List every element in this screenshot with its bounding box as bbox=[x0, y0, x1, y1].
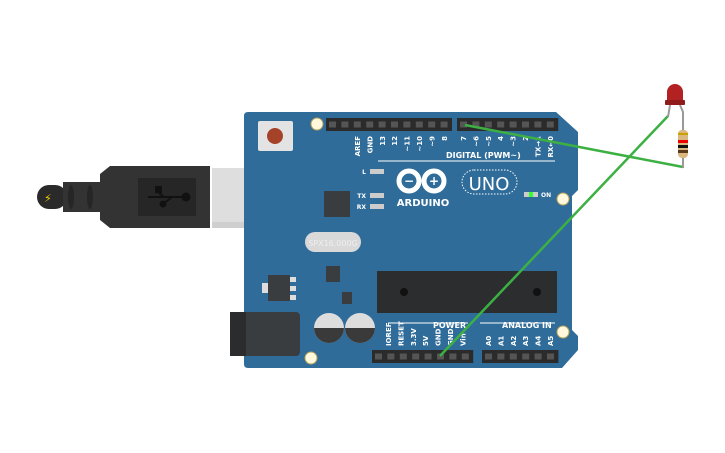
crystal bbox=[305, 232, 361, 252]
pin-label: A2 bbox=[510, 336, 518, 346]
header-pin[interactable] bbox=[547, 353, 554, 360]
digital-label: DIGITAL (PWM~) bbox=[446, 151, 521, 160]
digital-header-left[interactable] bbox=[326, 118, 452, 131]
header-pin[interactable] bbox=[497, 121, 505, 128]
pin-label: A4 bbox=[535, 336, 543, 346]
model-label: UNO bbox=[469, 174, 510, 195]
pin-label: ~5 bbox=[485, 136, 493, 147]
pin-label: Vin bbox=[459, 333, 467, 346]
header-pin[interactable] bbox=[497, 353, 505, 360]
pin-label: AREF bbox=[354, 136, 362, 157]
led-label-rx: RX bbox=[357, 204, 367, 211]
pin-label: 7 bbox=[460, 136, 468, 141]
pin-label: ~11 bbox=[404, 136, 412, 152]
header-pin[interactable] bbox=[424, 353, 432, 360]
power-label: POWER bbox=[433, 321, 466, 330]
pin-label: ~9 bbox=[428, 136, 436, 147]
header-pin[interactable] bbox=[412, 353, 420, 360]
header-pin[interactable] bbox=[440, 121, 448, 128]
pin-label: ~3 bbox=[510, 136, 518, 147]
pin-label: RESET bbox=[397, 321, 405, 346]
digital-header-right[interactable] bbox=[457, 118, 559, 131]
usb-icon bbox=[148, 186, 191, 208]
header-pin[interactable] bbox=[415, 121, 423, 128]
header-pin[interactable] bbox=[399, 353, 407, 360]
header-pin[interactable] bbox=[437, 353, 444, 360]
pin-label: A0 bbox=[485, 336, 493, 346]
header-pin[interactable] bbox=[534, 353, 542, 360]
svg-text:+: + bbox=[429, 174, 439, 188]
pin-label: 5V bbox=[422, 335, 430, 346]
svg-text:−: − bbox=[404, 174, 414, 188]
header-pin[interactable] bbox=[375, 353, 382, 360]
header-pin[interactable] bbox=[461, 353, 469, 360]
on-label: ON bbox=[541, 192, 551, 199]
pin-label: GND bbox=[447, 328, 455, 346]
header-pin[interactable] bbox=[460, 121, 467, 128]
lightning-icon: ⚡ bbox=[44, 192, 52, 205]
header-pin[interactable] bbox=[449, 353, 457, 360]
header-pin[interactable] bbox=[353, 121, 361, 128]
wire-gnd-to-led[interactable] bbox=[439, 115, 669, 357]
header-pin[interactable] bbox=[546, 121, 554, 128]
pin-label: ~6 bbox=[472, 136, 480, 147]
brand-label: ARDUINO bbox=[397, 198, 449, 209]
header-pin[interactable] bbox=[472, 121, 480, 128]
header-pin[interactable] bbox=[534, 121, 542, 128]
pin-label: TX→1 bbox=[534, 136, 542, 157]
pin-label: 8 bbox=[441, 136, 449, 141]
header-pin[interactable] bbox=[484, 121, 492, 128]
pin-label: A1 bbox=[497, 336, 505, 346]
pin-label: 13 bbox=[379, 136, 387, 146]
crystal-text: SPX16.000G bbox=[308, 239, 358, 248]
header-pin[interactable] bbox=[522, 353, 530, 360]
pin-label: IOREF bbox=[385, 322, 393, 346]
header-pin[interactable] bbox=[485, 353, 492, 360]
arduino-logo bbox=[396, 168, 447, 194]
header-pin[interactable] bbox=[428, 121, 436, 128]
header-pin[interactable] bbox=[509, 121, 517, 128]
pin-label: A3 bbox=[522, 336, 530, 346]
header-pin[interactable] bbox=[366, 121, 374, 128]
pin-label: 4 bbox=[497, 136, 505, 141]
arduino-uno-board[interactable]: SPX16.000G − + ARDUINO UNO L TX RX ON DI… bbox=[230, 112, 578, 368]
header-pin[interactable] bbox=[391, 121, 398, 128]
header-pin[interactable] bbox=[378, 121, 386, 128]
pin-label: 3.3V bbox=[410, 328, 418, 346]
header-pin[interactable] bbox=[509, 353, 517, 360]
pin-label: GND bbox=[366, 136, 374, 154]
resistor[interactable] bbox=[678, 124, 688, 168]
led-label-l: L bbox=[362, 169, 366, 176]
header-pin[interactable] bbox=[341, 121, 349, 128]
header-pin[interactable] bbox=[329, 121, 336, 128]
header-pin[interactable] bbox=[522, 121, 529, 128]
power-header[interactable] bbox=[372, 350, 474, 363]
header-pin[interactable] bbox=[387, 353, 395, 360]
power-jack[interactable] bbox=[230, 312, 300, 356]
red-led[interactable] bbox=[665, 84, 685, 126]
analog-label: ANALOG IN bbox=[502, 321, 552, 330]
pin-label: A5 bbox=[547, 336, 555, 346]
pin-label: ~10 bbox=[416, 136, 424, 152]
pin-label: RX←0 bbox=[547, 136, 555, 158]
pin-label: GND bbox=[435, 328, 443, 346]
analog-header[interactable] bbox=[482, 350, 559, 363]
header-pin[interactable] bbox=[403, 121, 411, 128]
wire-pin7-to-resistor[interactable] bbox=[464, 123, 684, 169]
led-label-tx: TX bbox=[357, 193, 366, 200]
pin-label: 12 bbox=[391, 136, 399, 146]
pin-label: 2 bbox=[522, 136, 530, 141]
